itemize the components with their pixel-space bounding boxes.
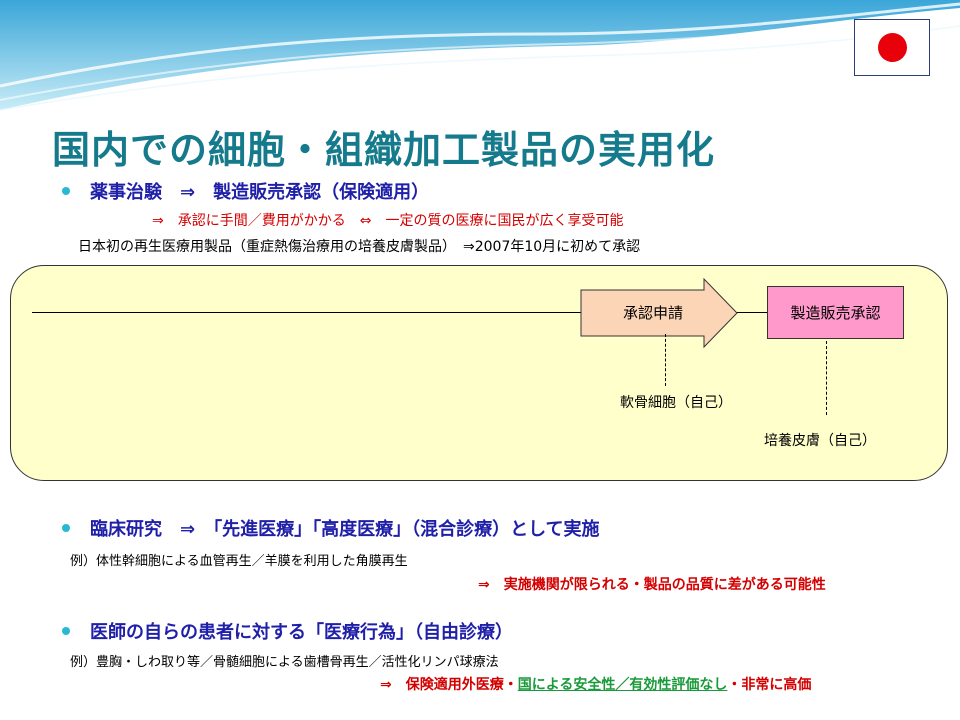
header-wave-decoration (0, 0, 960, 111)
section3-heading: 医師の自らの患者に対する「医療行為」（自由診療） (90, 622, 513, 643)
section3-note-prefix: ⇒ 保険適用外医療・ (380, 677, 518, 693)
skin-dashed-line (826, 341, 827, 415)
page-title: 国内での細胞・組織加工製品の実用化 (52, 128, 716, 172)
section1-detail: 日本初の再生医療用製品（重症熱傷治療用の培養皮膚製品） ⇒2007年10月に初め… (78, 239, 641, 255)
section3-note: ⇒ 保険適用外医療・国による安全性／有効性評価なし・非常に高価 (380, 674, 811, 694)
bullet-dot-icon (62, 524, 70, 532)
label-cartilage-cells: 軟骨細胞（自己） (620, 395, 732, 411)
timeline-connector (737, 312, 769, 313)
section2-heading: 臨床研究 ⇒ 「先進医療」「高度医療」（混合診療）として実施 (90, 519, 600, 540)
section3-note-suffix: ・非常に高価 (727, 677, 812, 693)
section3-example: 例）豊胸・しわ取り等／骨髄細胞による歯槽骨再生／活性化リンパ球療法 (70, 655, 499, 670)
section3-note-highlight: 国による安全性／有効性評価なし (517, 677, 728, 693)
section1-heading: 薬事治験 ⇒ 製造販売承認（保険適用） (90, 182, 430, 203)
bullet-dot-icon (62, 187, 70, 195)
section1-note: ⇒ 承認に手間／費用がかかる ⇔ 一定の質の医療に国民が広く享受可能 (152, 213, 624, 229)
label-cultured-skin: 培養皮膚（自己） (764, 433, 876, 449)
section2-note: ⇒ 実施機関が限られる・製品の品質に差がある可能性 (478, 577, 826, 593)
flag-sun-disc (878, 33, 907, 62)
cartilage-dashed-line (665, 334, 666, 386)
approval-box: 製造販売承認 (767, 286, 904, 339)
section2-example: 例）体性幹細胞による血管再生／羊膜を利用した角膜再生 (70, 554, 408, 569)
timeline-line (32, 312, 584, 313)
japan-flag-icon (854, 19, 930, 76)
application-arrow (580, 278, 738, 349)
bullet-dot-icon (62, 627, 70, 635)
arrow-label-application: 承認申請 (622, 304, 683, 322)
